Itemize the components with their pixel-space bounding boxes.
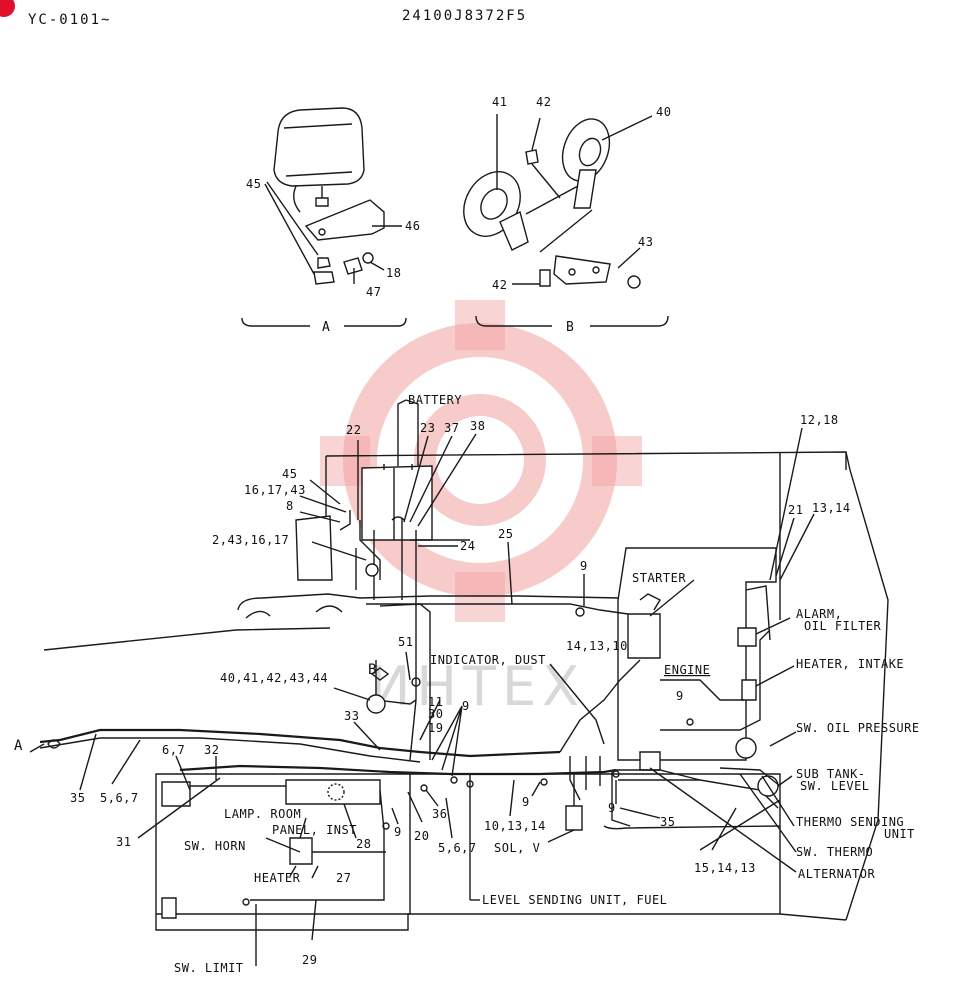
label-9-c: 9 (462, 699, 470, 713)
label-25: 25 (498, 527, 513, 541)
label-9-b: 9 (676, 689, 684, 703)
label-38: 38 (470, 419, 485, 433)
label-9-e: 9 (608, 801, 616, 815)
label-indicator-dust: INDICATOR, DUST (430, 653, 546, 667)
label-13-14: 13,14 (812, 501, 851, 515)
label-2-43-16-17: 2,43,16,17 (212, 533, 289, 547)
label-starter: STARTER (632, 571, 686, 585)
label-sw-oil-pressure: SW. OIL PRESSURE (796, 721, 920, 735)
label-35-b: 35 (660, 815, 675, 829)
label-b-43: 43 (638, 235, 653, 249)
label-32: 32 (204, 743, 219, 757)
label-22: 22 (346, 423, 361, 437)
label-level-sending: LEVEL SENDING UNIT, FUEL (482, 893, 667, 907)
label-heater: HEATER (254, 871, 301, 885)
label-sw-horn: SW. HORN (184, 839, 246, 853)
label-45: 45 (282, 467, 297, 481)
label-21: 21 (788, 503, 803, 517)
label-6-7: 6,7 (162, 743, 185, 757)
label-31: 31 (116, 835, 131, 849)
label-9-a: 9 (580, 559, 588, 573)
label-lamp-room: LAMP. ROOM (224, 807, 301, 821)
label-sub-tank: SUB TANK- (796, 767, 866, 781)
label-51: 51 (398, 635, 413, 649)
header-part-number: 24100J8372F5 (402, 8, 527, 24)
label-b-42-bottom: 42 (492, 278, 507, 292)
label-alarm: ALARM, (796, 607, 842, 621)
label-thermo-unit: UNIT (884, 827, 915, 841)
label-36: 36 (432, 807, 447, 821)
watermark-gear (320, 300, 642, 622)
label-a-47: 47 (366, 285, 381, 299)
label-5-6-7: 5,6,7 (100, 791, 139, 805)
leader-lines (29, 399, 815, 966)
label-37: 37 (444, 421, 459, 435)
detail-a-title: A (322, 320, 330, 335)
label-sol-v: SOL, V (494, 841, 540, 855)
detail-a-work-lamp (241, 107, 407, 327)
corner-badge (0, 0, 15, 17)
label-10-13-14: 10,13,14 (484, 819, 546, 833)
label-sw-thermo: SW. THERMO (796, 845, 873, 859)
detail-b-horns (463, 114, 669, 327)
label-14-13-10: 14,13,10 (566, 639, 628, 653)
tractor-frame-outline (43, 451, 889, 931)
header-serial-range: YC-0101~ (28, 12, 111, 28)
label-heater-intake: HEATER, INTAKE (796, 657, 904, 671)
label-9-d: 9 (522, 795, 530, 809)
label-5-6-7-b: 5,6,7 (438, 841, 477, 855)
label-40-44: 40,41,42,43,44 (220, 671, 328, 685)
label-23: 23 (420, 421, 435, 435)
label-sw-level: SW. LEVEL (800, 779, 870, 793)
label-28: 28 (356, 837, 371, 851)
label-16-17-43: 16,17,43 (244, 483, 306, 497)
label-a-45: 45 (246, 177, 261, 191)
watermark-text: ИНТЕХ (370, 655, 585, 718)
label-19: 19 (428, 721, 443, 735)
label-20: 20 (414, 829, 429, 843)
label-27: 27 (336, 871, 351, 885)
label-29: 29 (302, 953, 317, 967)
wiring-harness (39, 510, 781, 906)
label-30: 30 (428, 707, 443, 721)
label-thermo-sending: THERMO SENDING (796, 815, 904, 829)
label-11: 11 (428, 695, 443, 709)
label-a-46: 46 (405, 219, 420, 233)
label-12-18: 12,18 (800, 413, 839, 427)
detail-b-title: B (566, 320, 574, 335)
label-9-f: 9 (394, 825, 402, 839)
label-b-40: 40 (656, 105, 671, 119)
label-oil-filter: OIL FILTER (804, 619, 882, 633)
label-b-42-top: 42 (536, 95, 551, 109)
label-b-41: 41 (492, 95, 507, 109)
label-a-ref: A (14, 738, 23, 754)
label-engine: ENGINE (664, 663, 710, 677)
label-8: 8 (286, 499, 294, 513)
label-alternator: ALTERNATOR (798, 867, 876, 881)
label-24: 24 (460, 539, 475, 553)
label-15-14-13: 15,14,13 (694, 861, 756, 875)
label-panel-inst: PANEL, INST (272, 823, 357, 837)
label-b-ref: B (368, 662, 377, 678)
label-a-18: 18 (386, 266, 401, 280)
label-35-a: 35 (70, 791, 85, 805)
label-sw-limit: SW. LIMIT (174, 961, 244, 975)
label-33: 33 (344, 709, 359, 723)
label-battery: BATTERY (408, 393, 462, 407)
